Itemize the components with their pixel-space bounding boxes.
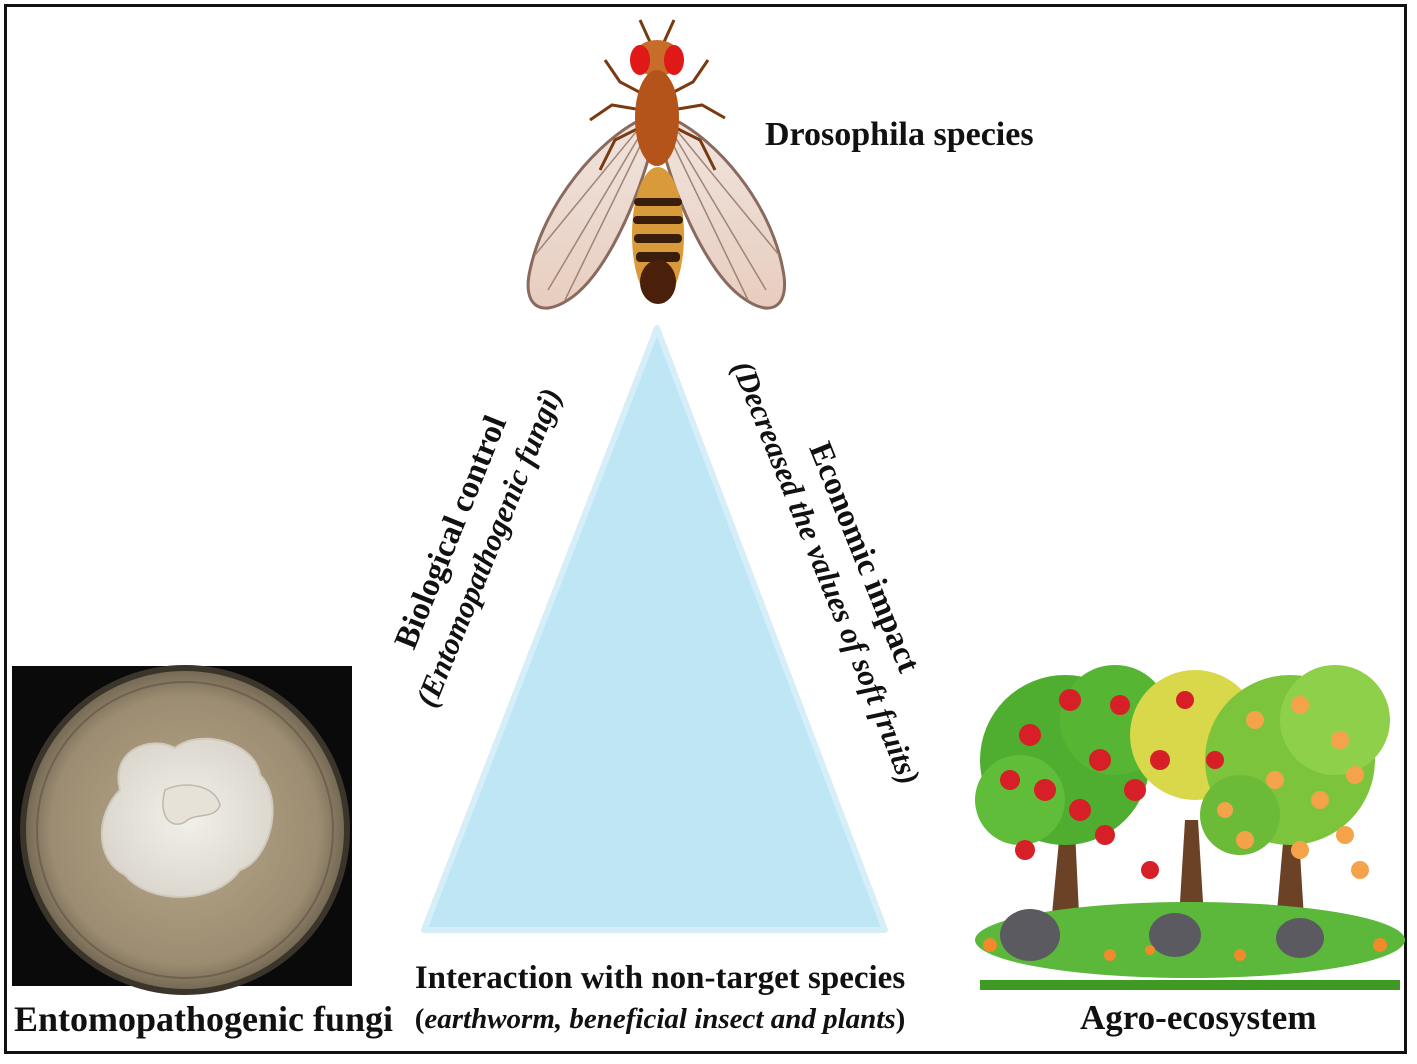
non-target-examples: earthworm, beneficial insect and plants: [424, 1003, 896, 1035]
drosophila-label: Drosophila species: [765, 116, 1034, 153]
non-target-title: Interaction with non-target species: [414, 960, 906, 996]
entomopathogenic-fungi-label: Entomopathogenic fungi: [14, 999, 394, 1039]
petri-dish-fungus-photo: [12, 665, 352, 995]
non-target-interaction-label: Interaction with non-target species (ear…: [405, 960, 915, 1036]
drosophila-fly-icon: [526, 19, 786, 310]
paren-open: (: [414, 1003, 425, 1035]
agro-ecosystem-label: Agro-ecosystem: [1080, 998, 1317, 1037]
figure-frame: [4, 4, 1407, 1054]
paren-close: ): [895, 1003, 906, 1035]
non-target-subtitle: (earthworm, beneficial insect and plants…: [405, 1003, 915, 1036]
fruit-trees-orchard-icon: [975, 665, 1405, 990]
interaction-triangle: [421, 325, 888, 933]
